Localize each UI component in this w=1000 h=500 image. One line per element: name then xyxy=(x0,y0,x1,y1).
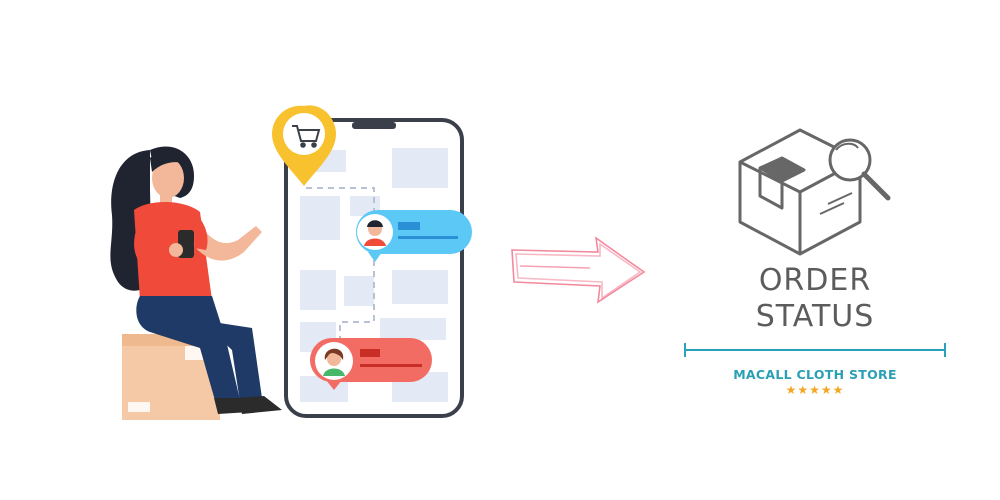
cart-pin xyxy=(272,105,336,186)
arrow-icon xyxy=(511,236,646,304)
divider-cap-right xyxy=(944,343,946,357)
divider-bar xyxy=(684,349,946,351)
divider xyxy=(684,343,946,357)
order-status-title-line-1: ORDER xyxy=(758,263,872,298)
box-search-icon xyxy=(738,128,891,256)
courier-bubble-red xyxy=(310,338,432,390)
divider-cap-left xyxy=(684,343,686,357)
rating-stars: ★★★★★ xyxy=(785,383,845,397)
order-status-title-line-2: STATUS xyxy=(755,299,875,334)
courier-bubble-blue xyxy=(356,210,472,262)
cart-icon xyxy=(292,125,321,148)
woman-figure xyxy=(110,146,282,414)
store-name: MACALL CLOTH STORE xyxy=(733,367,897,382)
